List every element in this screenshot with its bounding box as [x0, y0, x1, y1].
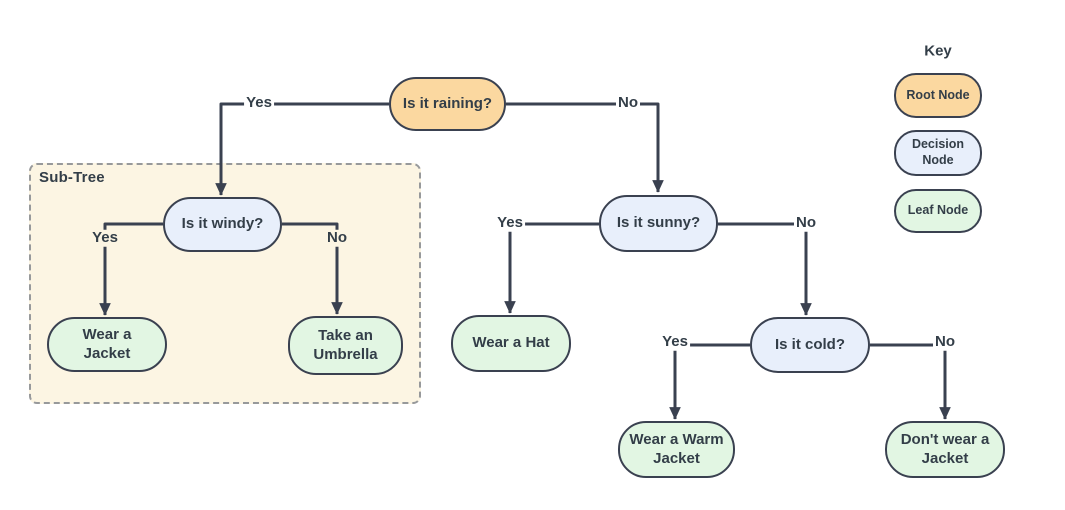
- node-dont-wear-a-jacket[interactable]: Don't wear a Jacket: [885, 421, 1005, 478]
- edge-root-yes: [215, 102, 389, 196]
- edge-label-sunny-no: No: [794, 213, 818, 232]
- edge-label-windy-yes: Yes: [90, 228, 120, 247]
- edge-windy-no: [282, 222, 343, 315]
- node-wear-a-warm-jacket[interactable]: Wear a Warm Jacket: [618, 421, 735, 478]
- edge-label-cold-yes: Yes: [660, 332, 690, 351]
- node-take-an-umbrella[interactable]: Take an Umbrella: [288, 316, 403, 375]
- node-is-it-raining[interactable]: Is it raining?: [389, 77, 506, 131]
- node-wear-a-jacket[interactable]: Wear a Jacket: [47, 317, 167, 372]
- edge-sunny-no: [718, 222, 812, 316]
- edge-label-sunny-yes: Yes: [495, 213, 525, 232]
- edge-label-cold-no: No: [933, 332, 957, 351]
- edge-sunny-yes: [504, 222, 599, 314]
- key-legend-title: Key: [924, 42, 952, 60]
- key-item-leaf-node: Leaf Node: [894, 189, 982, 233]
- key-item-decision-node: Decision Node: [894, 130, 982, 176]
- edge-root-no: [506, 102, 664, 193]
- node-is-it-windy[interactable]: Is it windy?: [163, 197, 282, 252]
- edge-cold-no: [870, 343, 951, 420]
- edge-label-root-yes: Yes: [244, 93, 274, 112]
- edge-windy-yes: [99, 222, 163, 316]
- edge-label-windy-no: No: [325, 228, 349, 247]
- edge-cold-yes: [669, 343, 750, 420]
- subtree-group-label: Sub-Tree: [39, 169, 105, 186]
- edge-label-root-no: No: [616, 93, 640, 112]
- node-is-it-sunny[interactable]: Is it sunny?: [599, 195, 718, 252]
- key-item-root-node: Root Node: [894, 73, 982, 118]
- node-is-it-cold[interactable]: Is it cold?: [750, 317, 870, 373]
- node-wear-a-hat[interactable]: Wear a Hat: [451, 315, 571, 372]
